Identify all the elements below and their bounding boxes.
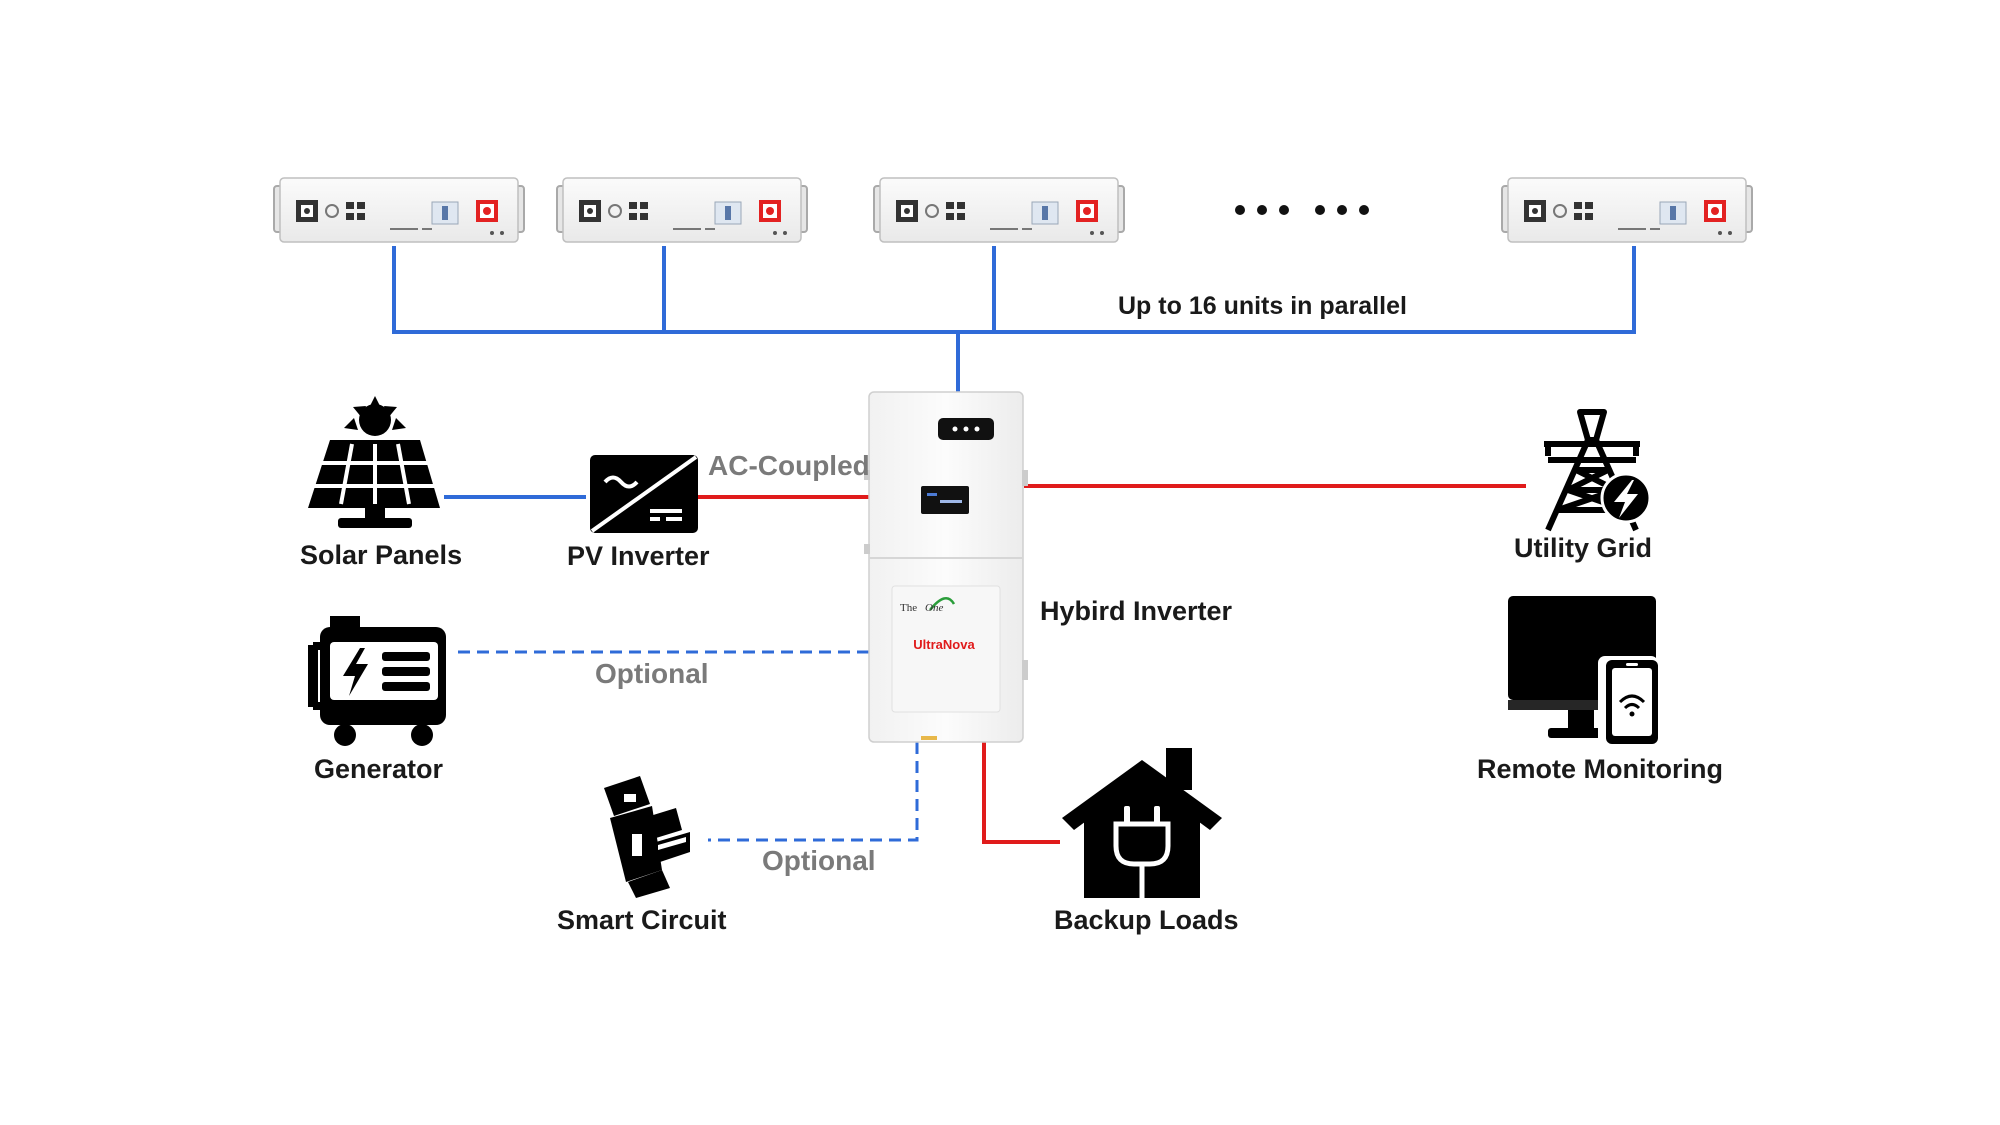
utility-grid-label: Utility Grid (1514, 533, 1653, 563)
smart-circuit-optional-line (708, 742, 919, 842)
hybrid-inverter: The One UltraNova (864, 391, 1028, 743)
backup-loads-label: Backup Loads (1054, 905, 1239, 935)
circuit-breaker-icon (604, 776, 690, 898)
parallel-units-label: Up to 16 units in parallel (1118, 292, 1407, 320)
battery-dc-bus (392, 246, 1636, 392)
transmission-tower-icon (1544, 409, 1640, 532)
battery-module (273, 177, 525, 243)
remote-monitoring-label: Remote Monitoring (1477, 754, 1723, 784)
backup-loads-line (982, 742, 1060, 844)
generator-label: Generator (314, 754, 444, 784)
solar-panels-label: Solar Panels (300, 540, 463, 570)
inverter-brand: UltraNova (913, 637, 975, 652)
house-plug-icon (1062, 748, 1222, 898)
ac-coupled-label: AC-Coupled (708, 450, 870, 481)
inverter-logo-one: One (925, 602, 943, 614)
lightning-badge-icon (1600, 472, 1652, 524)
solar-panel-icon (308, 396, 440, 528)
more-units-ellipsis (1235, 205, 1369, 215)
pv-inverter-icon (590, 455, 698, 533)
smart-circuit-optional-label: Optional (762, 845, 876, 876)
inverter-logo-the: The (900, 602, 917, 614)
battery-module (873, 177, 1125, 243)
battery-module (556, 177, 808, 243)
generator-optional-label: Optional (595, 658, 709, 689)
smart-circuit-label: Smart Circuit (557, 905, 727, 935)
battery-module (1501, 177, 1753, 243)
monitor-phone-icon (1508, 596, 1658, 748)
pv-inverter-label: PV Inverter (567, 541, 710, 571)
generator-icon (308, 616, 446, 746)
hybrid-inverter-label: Hybird Inverter (1040, 596, 1233, 626)
